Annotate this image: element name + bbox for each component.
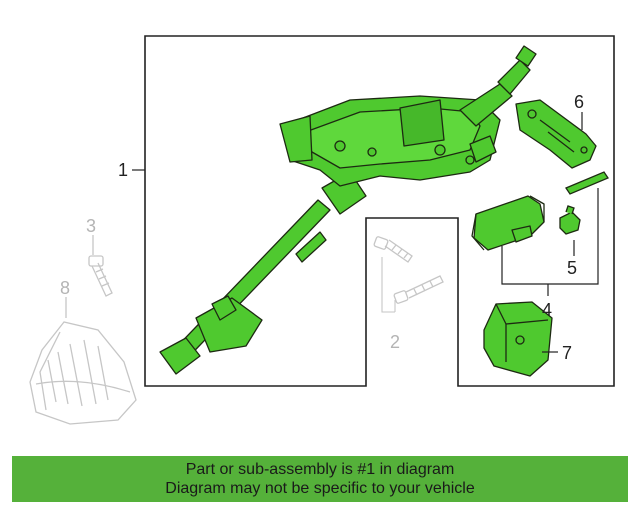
leader-lines: [132, 112, 599, 353]
banner-line-1: Part or sub-assembly is #1 in diagram: [185, 461, 455, 478]
ghost-parts: [29, 235, 444, 425]
callout-2: 2: [390, 332, 400, 352]
info-banner: Part or sub-assembly is #1 in diagram Di…: [12, 456, 628, 502]
bolts-2: [373, 236, 444, 304]
rod: [565, 171, 609, 195]
bracket-6: [515, 99, 597, 169]
callout-5: 5: [567, 258, 577, 278]
cover-8: [29, 321, 137, 425]
callout-8: 8: [60, 278, 70, 298]
callout-1: 1: [118, 160, 128, 180]
screw-5: [559, 205, 581, 235]
motor-4: [471, 195, 545, 251]
bolt-3: [88, 255, 113, 297]
module-7: [483, 301, 553, 377]
callout-3: 3: [86, 216, 96, 236]
callout-6: 6: [574, 92, 584, 112]
assembly-outline: [144, 35, 615, 387]
callout-7: 7: [562, 343, 572, 363]
parts-diagram: 1 2 3 4 5 6 7 8: [29, 35, 615, 425]
banner-line-2: Diagram may not be specific to your vehi…: [165, 480, 475, 497]
callout-4: 4: [542, 300, 552, 320]
steering-column: [159, 45, 537, 375]
